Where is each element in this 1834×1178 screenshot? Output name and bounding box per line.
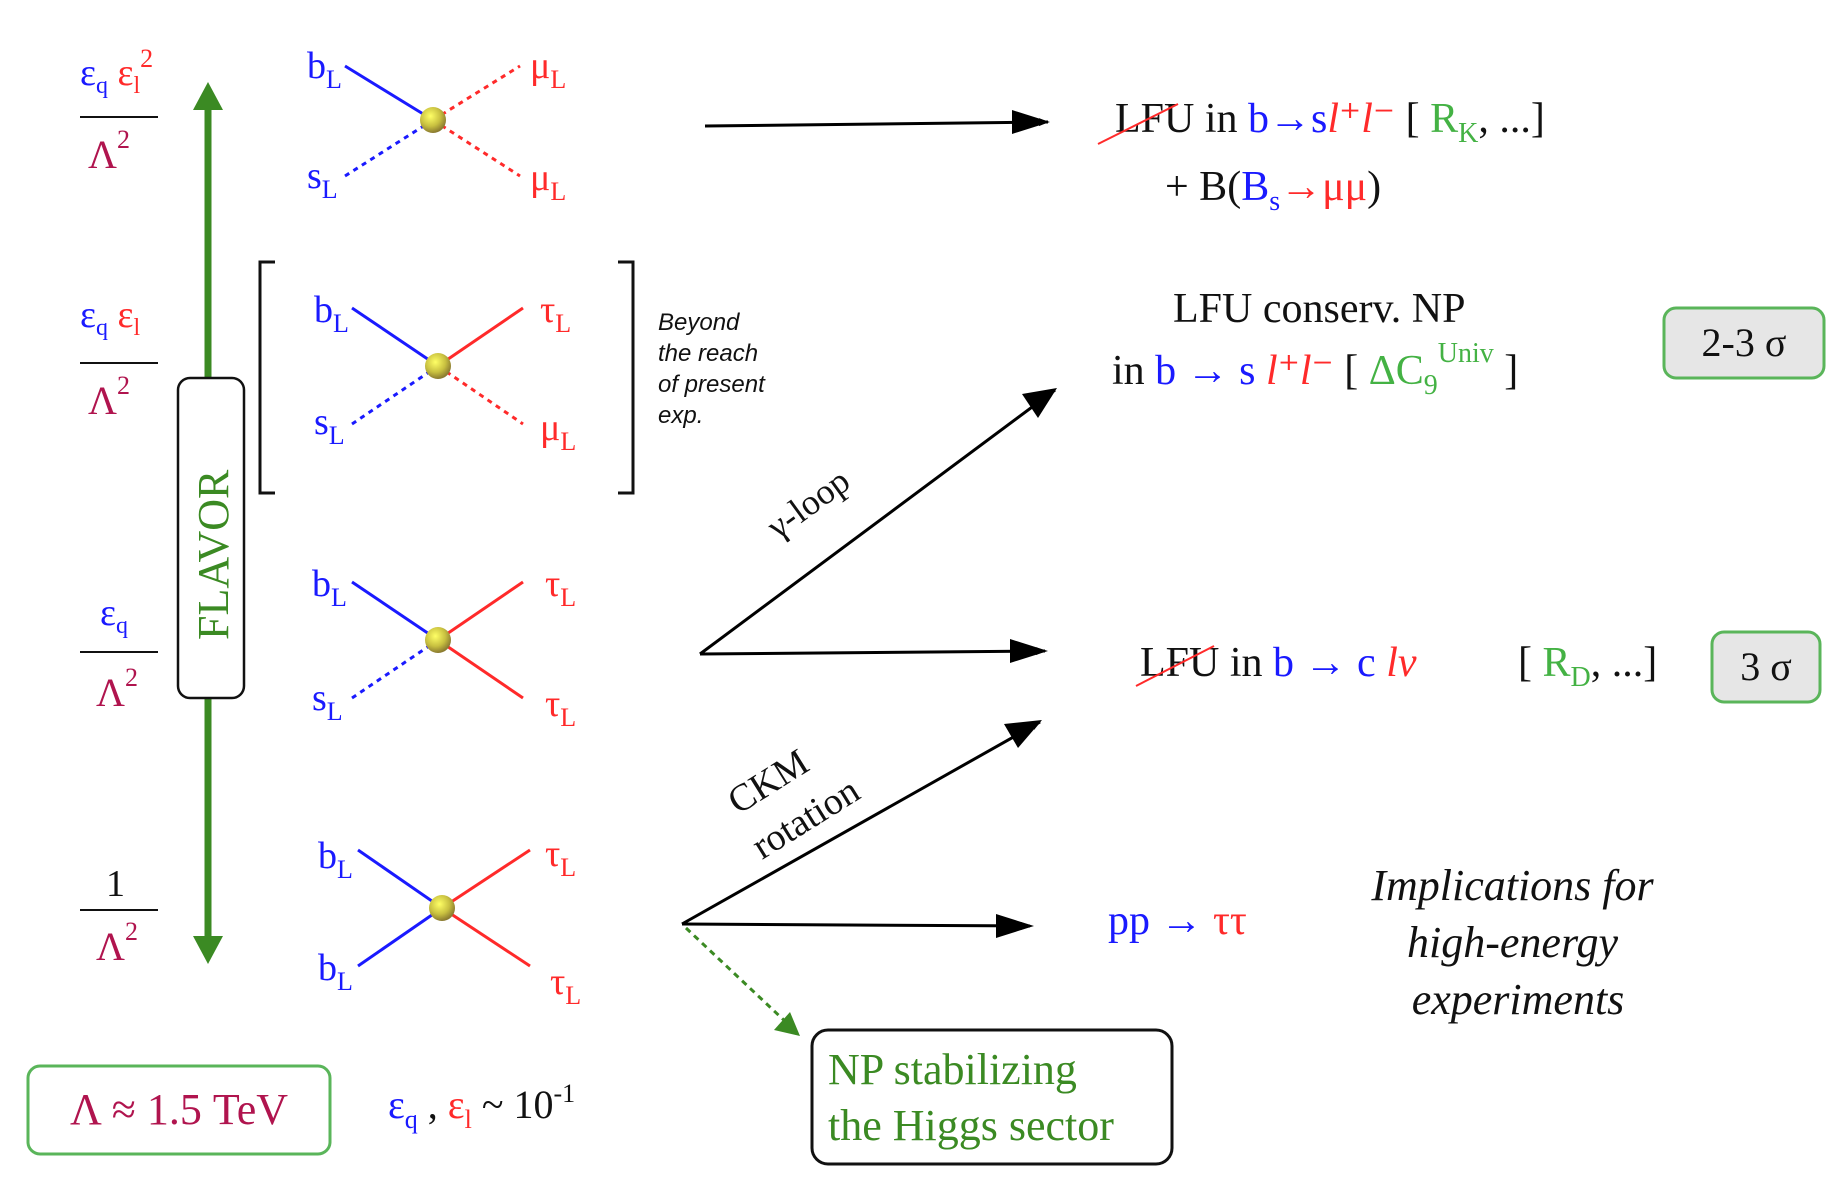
result-pp-tautau: pp → ττ — [1108, 898, 1247, 944]
svg-text:Λ ≈ 1.5 TeV: Λ ≈ 1.5 TeV — [70, 1085, 288, 1134]
vertex-blob — [425, 627, 451, 653]
svg-text:Λ2: Λ2 — [96, 917, 138, 969]
svg-text:εq εl2: εq εl2 — [80, 44, 153, 99]
result-lfu-bsll: LFU in b→sl⁺l⁻ [ RK, ...] + B(Bs→μμ) — [1097, 96, 1545, 217]
svg-text:μL: μL — [540, 407, 576, 456]
svg-text:bL: bL — [312, 563, 347, 612]
flavor-arrow: FLAVOR — [176, 82, 246, 964]
arrow-ckm — [681, 720, 1041, 926]
arrowheads — [996, 110, 1057, 938]
lambda: Λ — [88, 132, 117, 177]
svg-text:3 σ: 3 σ — [1740, 644, 1792, 689]
result-lfu-bclv: LFU in b → c lν [ RD, ...] 3 σ — [1135, 630, 1822, 704]
eps-l: ε — [117, 52, 133, 94]
vertex-blob — [420, 107, 446, 133]
vertex-bbtautau: bL bL τL τL — [318, 833, 581, 1010]
svg-text:LFU in b→sl⁺l⁻ [ RK, ...]: LFU in b→sl⁺l⁻ [ RK, ...] — [1115, 96, 1545, 149]
lambda-box: Λ ≈ 1.5 TeV — [26, 1064, 332, 1156]
eps-q: ε — [80, 52, 96, 94]
arrow-to-r1 — [704, 118, 1049, 128]
significance-badge-3: 3 σ — [1710, 630, 1822, 704]
svg-text:εq εl: εq εl — [80, 294, 140, 341]
svg-text:τL: τL — [540, 289, 571, 338]
flavor-label: FLAVOR — [189, 469, 238, 640]
scale-2: εq εl Λ2 — [80, 294, 158, 423]
svg-text:bL: bL — [318, 835, 353, 884]
vertex-blob — [425, 353, 451, 379]
svg-text:μL: μL — [530, 157, 566, 206]
scale-4: 1 Λ2 — [80, 863, 158, 969]
scale-1: εq εl2 Λ2 — [80, 44, 158, 177]
svg-text:1: 1 — [106, 863, 125, 905]
svg-text:τL: τL — [545, 563, 576, 612]
vertex-bstaumu: bL sL τL μL — [314, 289, 576, 456]
svg-text:bL: bL — [318, 947, 353, 996]
result-lfu-conserv: LFU conserv. NP in b → s l⁺l⁻ [ ΔC9Univ … — [1112, 286, 1826, 401]
svg-text:NP stabilizing the Higgs: NP stabilizing the Higgs sector — [828, 1045, 1114, 1150]
np-stabilizing-box: NP stabilizing the Higgs sector — [810, 1028, 1174, 1166]
svg-text:τL: τL — [550, 961, 581, 1010]
gamma-loop-label: γ-loop — [758, 460, 857, 547]
svg-text:εq , εl ~ 10-1: εq , εl ~ 10-1 — [388, 1079, 575, 1134]
flavor-box — [176, 376, 246, 700]
svg-text:sL: sL — [314, 401, 345, 450]
strike-line — [1097, 103, 1179, 145]
svg-text:sL: sL — [312, 677, 343, 726]
beyond-bracket: Beyond the reach of present exp. — [258, 260, 771, 495]
implications-note: Implications for high-energy experiments — [1370, 861, 1664, 1024]
significance-badge-2-3: 2-3 σ — [1662, 306, 1826, 380]
vertex-bsmumu: bL sL μL μL — [307, 45, 566, 206]
arrow-np-stabilizing — [684, 926, 800, 1036]
scale-3: εq Λ2 — [80, 592, 158, 715]
epsilon-note: εq , εl ~ 10-1 — [388, 1079, 575, 1134]
svg-text:μL: μL — [530, 45, 566, 94]
svg-text:+ B(Bs→μμ): + B(Bs→μμ) — [1165, 164, 1381, 217]
arrow-gamma-loop — [699, 388, 1056, 656]
arrow-to-r3 — [699, 647, 1046, 656]
svg-text:bL: bL — [307, 45, 342, 94]
svg-text:in b → s l⁺l⁻ [ ΔC9Univ ]: in b → s l⁺l⁻ [ ΔC9Univ ] — [1112, 338, 1518, 401]
svg-text:bL: bL — [314, 289, 349, 338]
svg-text:τL: τL — [545, 683, 576, 732]
svg-text:LFU conserv. NP: LFU conserv. NP — [1173, 286, 1465, 332]
svg-text:Λ2: Λ2 — [88, 125, 130, 177]
lfu-struck: LFU — [1115, 96, 1194, 142]
svg-text:εq: εq — [100, 592, 128, 639]
svg-text:[ RD, ...]: [ RD, ...] — [1518, 640, 1657, 693]
svg-text:Λ2: Λ2 — [88, 371, 130, 423]
vertex-bstautau: bL sL τL τL — [312, 563, 576, 732]
strike-line — [1135, 645, 1215, 687]
vertex-blob — [429, 895, 455, 921]
svg-text:2-3 σ: 2-3 σ — [1702, 320, 1787, 365]
arrows — [681, 118, 1056, 930]
svg-text:sL: sL — [307, 155, 338, 204]
svg-text:pp → ττ: pp → ττ — [1108, 898, 1247, 944]
svg-text:τL: τL — [545, 833, 576, 882]
svg-text:Λ2: Λ2 — [96, 663, 138, 715]
arrow-to-r4 — [681, 921, 1031, 930]
beyond-note: Beyond the reach of present exp. — [658, 309, 771, 429]
